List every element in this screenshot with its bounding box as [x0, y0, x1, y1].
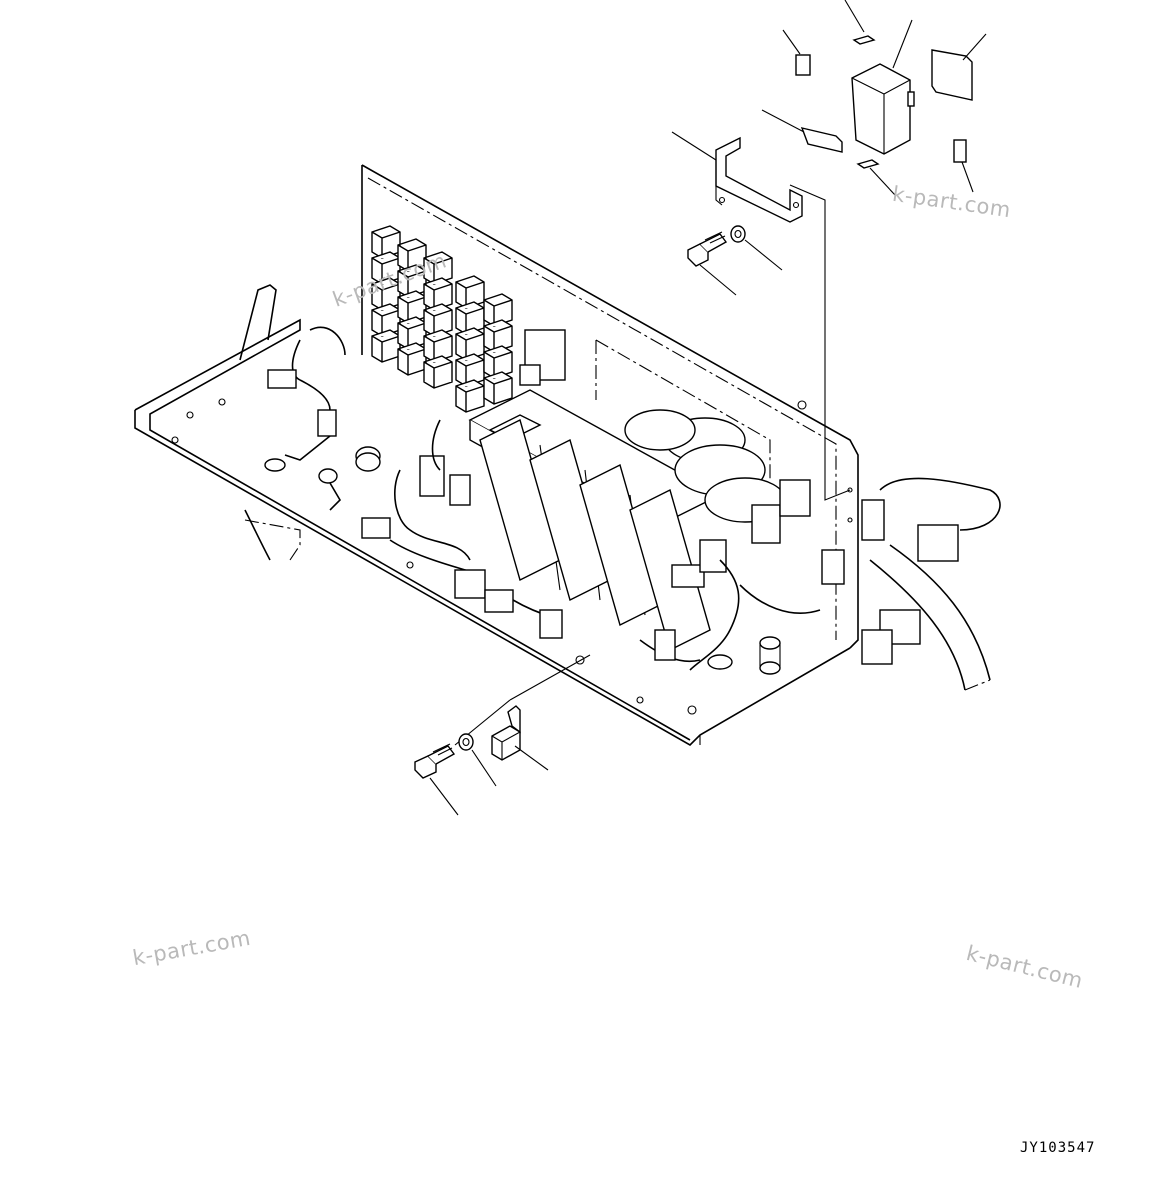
relay [483, 371, 513, 405]
exploded-parts-upper [671, 0, 987, 296]
relay [371, 329, 401, 363]
main-panel [134, 164, 1001, 746]
relay [397, 342, 427, 376]
relay-array [371, 225, 513, 413]
fuse-blocks [468, 389, 722, 652]
relay [423, 355, 453, 389]
exploded-parts-lower [414, 705, 549, 816]
relay [455, 327, 485, 361]
harness [264, 326, 959, 675]
drawing-code: JY103547 [1020, 1140, 1096, 1156]
coils [624, 409, 786, 523]
relay [423, 277, 453, 311]
relay [483, 293, 513, 327]
relay [483, 319, 513, 353]
relay [455, 379, 485, 413]
relay [423, 303, 453, 337]
relay [371, 225, 401, 259]
